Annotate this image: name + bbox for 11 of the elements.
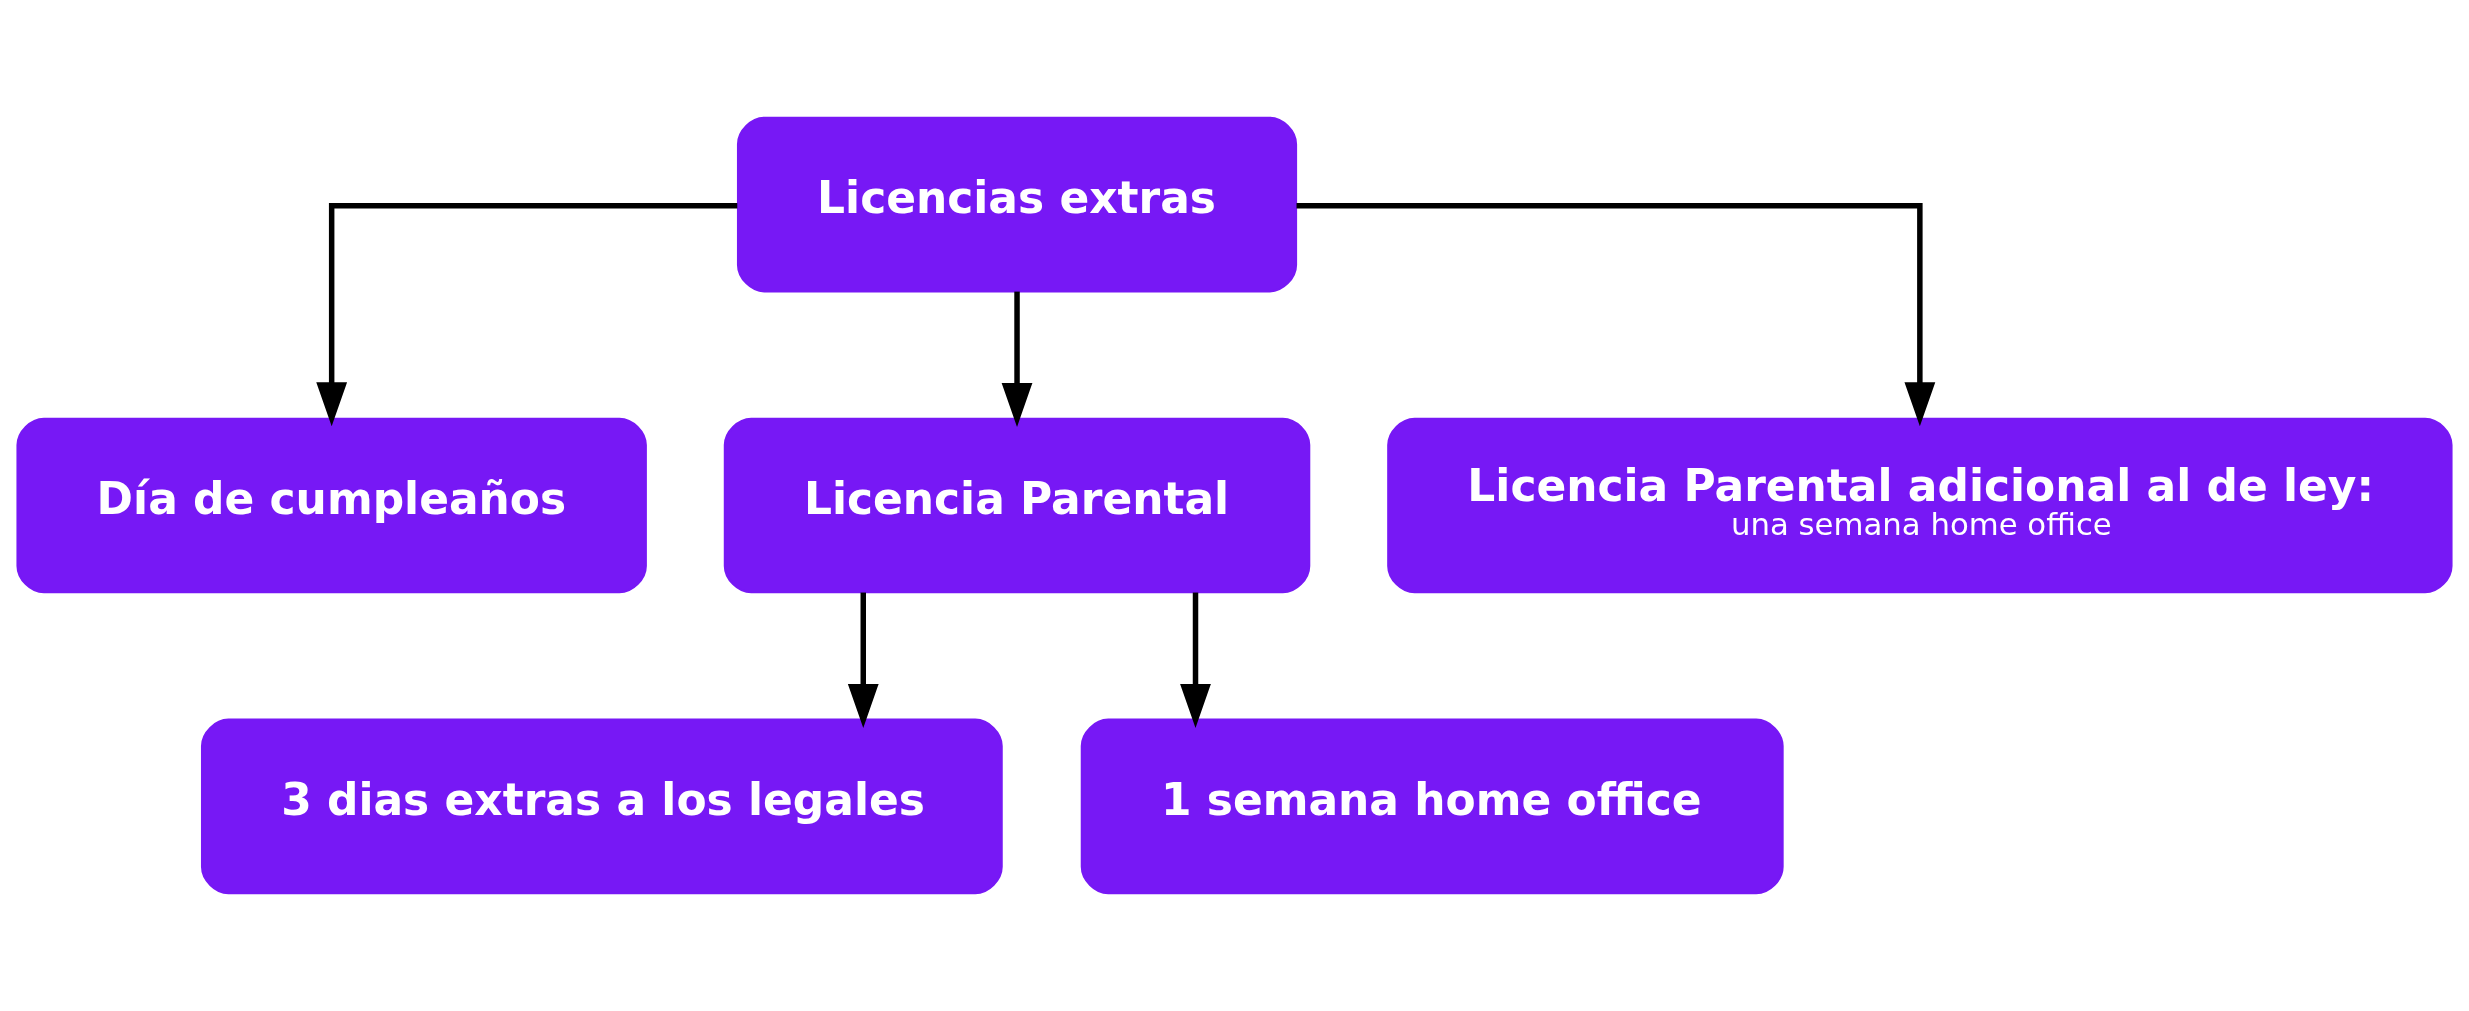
node-box: Licencia Parental adicional al de ley: una semana home office: [1387, 417, 2453, 594]
node-box: 3 dias extras a los legales: [200, 718, 1003, 895]
node-box: Licencias extras: [736, 116, 1298, 293]
arrow: [1001, 291, 1033, 427]
arrow: [847, 592, 879, 728]
arrow: [316, 202, 738, 427]
node-box: Día de cumpleaños: [16, 417, 647, 594]
node-box: Licencia Parental: [723, 417, 1311, 594]
arrow: [1296, 202, 1936, 427]
node-box: 1 semana home office: [1080, 718, 1784, 895]
arrow: [1180, 592, 1211, 728]
